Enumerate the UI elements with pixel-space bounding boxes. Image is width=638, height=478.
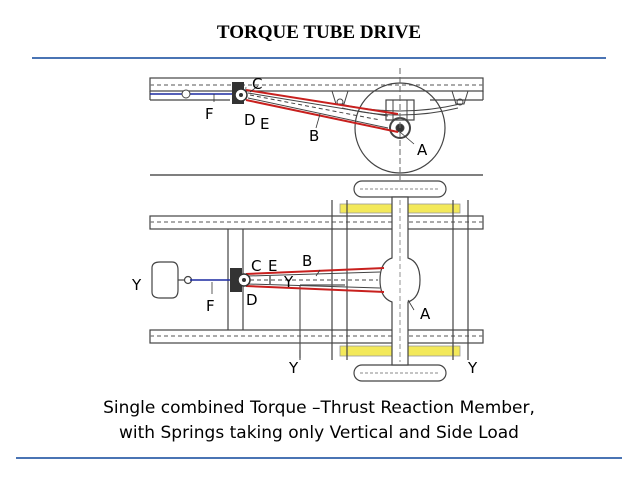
plan-label-y-left: Y (131, 276, 142, 294)
side-tube-outline (247, 92, 389, 129)
plan-frame-rails (149, 200, 484, 360)
side-label-f: F (205, 105, 214, 123)
slide-title: TORQUE TUBE DRIVE (216, 22, 422, 43)
side-view: C F D E B A (149, 68, 484, 180)
side-label-d: D (244, 111, 256, 129)
plan-view: Y C E Y B F D A Y Y (131, 180, 484, 382)
plan-torque-tube (245, 267, 385, 293)
title-underline (32, 57, 606, 59)
side-frame (149, 77, 484, 101)
plan-pointer-lines (211, 269, 415, 358)
caption-line-1: Single combined Torque –Thrust Reaction … (103, 398, 535, 418)
side-label-b: B (309, 127, 319, 145)
plan-label-d: D (246, 291, 258, 309)
plan-tube-outline (247, 271, 381, 289)
side-propeller-shaft (150, 89, 238, 99)
plan-label-a: A (420, 305, 431, 323)
plan-axle-housing (379, 196, 421, 366)
side-label-e: E (260, 115, 269, 133)
side-ball-joint (232, 82, 248, 104)
plan-label-b: B (302, 252, 312, 270)
side-wheel (354, 68, 446, 180)
plan-tire-bottom (353, 364, 447, 382)
plan-label-y-bottom-left: Y (288, 359, 299, 377)
plan-ball-joint (230, 268, 271, 292)
footer-rule (16, 457, 622, 459)
side-label-c: C (252, 75, 262, 93)
plan-label-c: C (251, 257, 261, 275)
plan-label-f: F (206, 297, 215, 315)
side-label-a: A (417, 141, 428, 159)
plan-label-y-inner: Y (283, 273, 294, 291)
plan-label-e: E (268, 257, 277, 275)
side-spring-hangers (331, 90, 469, 116)
plan-label-y-bottom-right: Y (467, 359, 478, 377)
side-pointer-lines (213, 85, 415, 145)
slide-caption: Single combined Torque –Thrust Reaction … (0, 396, 638, 446)
caption-line-2: with Springs taking only Vertical and Si… (119, 423, 519, 443)
plan-tire-top (353, 180, 447, 198)
plan-gearbox (151, 261, 193, 299)
